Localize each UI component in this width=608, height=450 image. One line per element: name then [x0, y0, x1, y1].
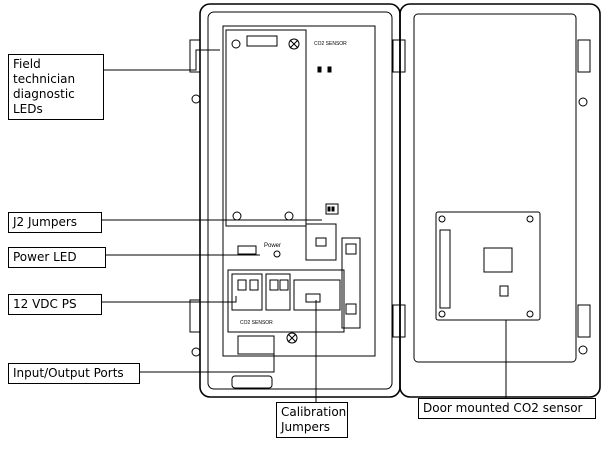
callout-12vdc-ps: 12 VDC PS [8, 294, 102, 315]
main-enclosure [189, 3, 406, 398]
power-board-label: Power [264, 243, 281, 249]
callout-j2-jumpers: J2 Jumpers [8, 212, 102, 233]
callout-power-led: Power LED [8, 247, 106, 268]
callout-door-sensor: Door mounted CO2 sensor [418, 398, 596, 419]
callout-io-ports: Input/Output Ports [8, 363, 140, 384]
callout-field-leds: Field technician diagnostic LEDs [8, 54, 104, 120]
leader-lines [102, 49, 507, 402]
door-sensor-board [435, 211, 541, 321]
co2-sensor-bottom-label: CO2 SENSOR [240, 320, 273, 326]
callout-calibration-jumpers: Calibration Jumpers [276, 402, 348, 438]
door-panel [399, 3, 601, 398]
co2-sensor-title-label: CO2 SENSOR [314, 41, 347, 47]
